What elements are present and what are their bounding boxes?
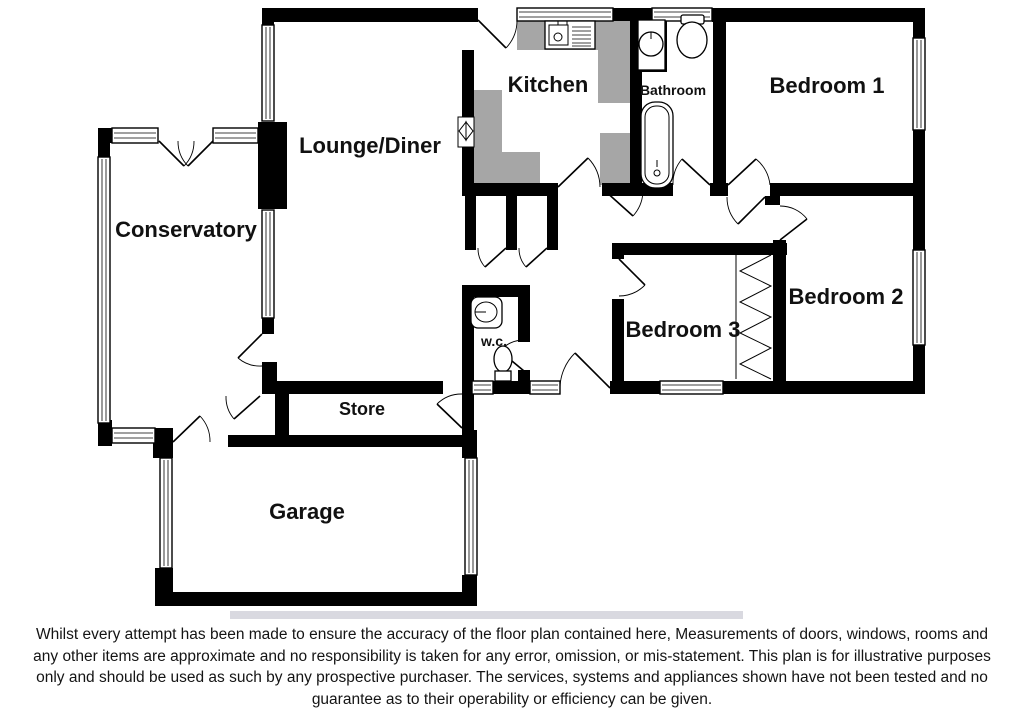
- room-label-bedroom2: Bedroom 2: [789, 284, 904, 309]
- disclaimer-text: Whilst every attempt has been made to en…: [33, 626, 991, 708]
- door-front-porch: [172, 415, 211, 443]
- room-label-garage: Garage: [269, 499, 345, 524]
- floor-plan-svg: Lounge/Diner Kitchen Bathroom Bedroom 1 …: [97, 7, 926, 606]
- door-porch-second-leaf: [225, 395, 261, 420]
- divider-bar: [230, 611, 743, 619]
- window: [212, 127, 259, 144]
- door-porch-store-side: [436, 393, 463, 429]
- room-label-store: Store: [339, 399, 385, 419]
- window: [159, 457, 173, 569]
- door-bedroom-corridor: [726, 196, 766, 225]
- bathroom-basin: [637, 19, 666, 71]
- window: [261, 24, 275, 122]
- door-conservatory-right-leaf: [177, 140, 214, 167]
- built-in-wardrobe: [735, 254, 773, 380]
- window: [261, 209, 275, 319]
- windows: [97, 7, 926, 576]
- door-hall-leaf: [603, 189, 644, 217]
- window: [111, 427, 156, 444]
- room-label-bedroom1: Bedroom 1: [770, 73, 885, 98]
- window: [111, 127, 159, 144]
- room-label-lounge-diner: Lounge/Diner: [299, 133, 441, 158]
- door-back-entrance: [559, 352, 611, 389]
- window: [516, 7, 614, 22]
- kitchen-sink-drainer: [544, 20, 596, 50]
- room-label-wc: w.c.: [480, 333, 507, 349]
- door-cupboard-2: [518, 247, 548, 268]
- window: [529, 380, 561, 395]
- door-lounge-to-porch: [237, 333, 263, 367]
- door-bedroom2: [779, 205, 808, 241]
- door-cupboard-1: [477, 247, 507, 268]
- wc-basin: [470, 296, 503, 329]
- door-bathroom: [672, 158, 711, 186]
- door-kitchen-hall: [557, 157, 601, 188]
- window: [912, 37, 926, 131]
- window: [471, 380, 494, 395]
- room-label-bedroom3: Bedroom 3: [626, 317, 741, 342]
- window: [97, 156, 111, 424]
- wc-toilet: [493, 345, 513, 382]
- bathtub: [640, 101, 674, 189]
- walls: [98, 8, 925, 606]
- serving-hatch: [457, 116, 475, 148]
- window: [464, 457, 478, 576]
- room-label-conservatory: Conservatory: [115, 217, 258, 242]
- room-label-kitchen: Kitchen: [508, 72, 589, 97]
- bathroom-toilet: [676, 14, 708, 59]
- window: [912, 249, 926, 346]
- window: [659, 380, 724, 395]
- room-label-bathroom: Bathroom: [640, 82, 706, 98]
- door-bedroom3: [618, 258, 646, 297]
- door-bedroom1: [727, 158, 771, 186]
- door-kitchen-back: [477, 19, 518, 49]
- door-conservatory-left-leaf: [158, 140, 195, 167]
